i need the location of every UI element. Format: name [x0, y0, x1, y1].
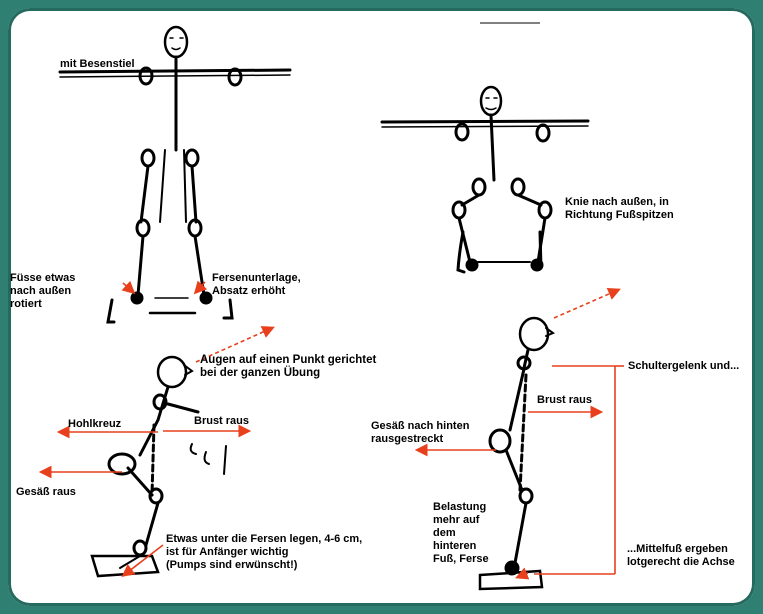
figure-side-right	[480, 318, 553, 589]
label-heel-tip: Etwas unter die Fersen legen, 4-6 cm, is…	[166, 533, 362, 572]
figure-front-knees-out	[382, 87, 588, 272]
diagram-panel: mit Besenstiel Füsse etwas nach außen ro…	[8, 8, 755, 606]
label-knees-out: Knie nach außen, in Richtung Fußspitzen	[565, 196, 674, 222]
label-hollow-back: Hohlkreuz	[68, 418, 121, 431]
label-broomstick: mit Besenstiel	[60, 58, 135, 71]
label-heel-support: Fersenunterlage, Absatz erhöht	[212, 272, 301, 298]
label-chest-out-left: Brust raus	[194, 415, 249, 428]
label-glutes-back: Gesäß nach hinten rausgestreckt	[371, 420, 469, 446]
label-eyes-focus: Augen auf einen Punkt gerichtet bei der …	[200, 354, 376, 380]
label-glutes-out: Gesäß raus	[16, 486, 76, 499]
squat-drawing	[8, 8, 755, 606]
label-weight-heel: Belastung mehr auf dem hinteren Fuß, Fer…	[433, 501, 489, 566]
label-feet-rotated: Füsse etwas nach außen rotiert	[10, 272, 75, 311]
label-chest-out-right: Brust raus	[537, 394, 592, 407]
label-midfoot-axis: ...Mittelfuß ergeben lotgerecht die Achs…	[627, 543, 735, 569]
label-shoulder-joint: Schultergelenk und...	[628, 360, 739, 373]
